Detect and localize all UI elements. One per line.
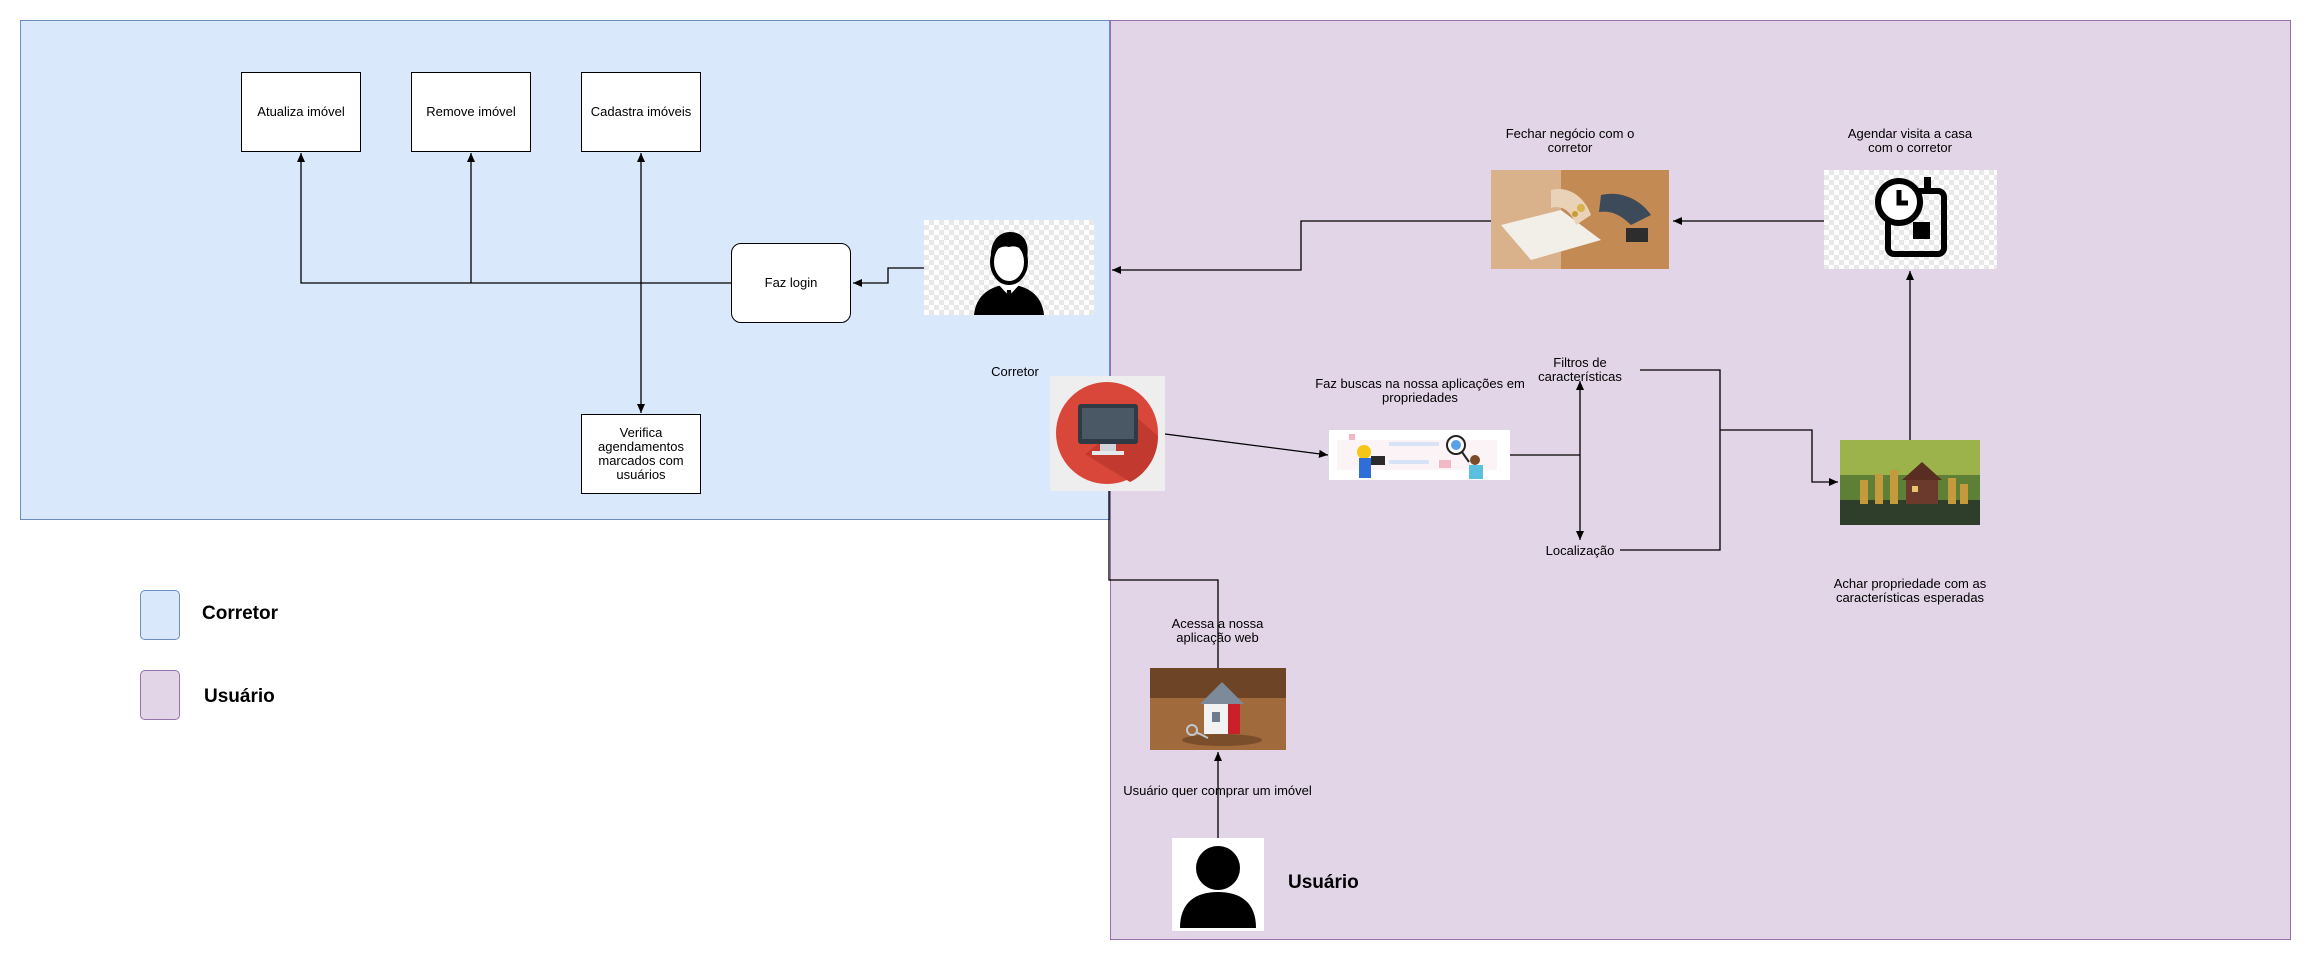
edge-computer-search (1164, 433, 1329, 458)
user-icon (1172, 838, 1264, 931)
edge-acessa-computer (1108, 480, 1219, 668)
atualiza-imovel-box: Atualiza imóvel (241, 72, 361, 152)
edge-join-house (1720, 429, 1838, 486)
corretor-caption: Corretor (991, 364, 1039, 379)
deal-photo (1491, 170, 1669, 269)
localizacao-label: Localização (1545, 543, 1615, 558)
legend-corretor-swatch (140, 590, 180, 640)
usuario-caption: Usuário (1288, 872, 1359, 893)
verifica-agendamentos-box: Verifica agendamentos marcados com usuár… (581, 414, 701, 494)
legend-usuario-swatch (140, 670, 180, 720)
legend-usuario-label: Usuário (204, 686, 275, 707)
cadastra-imoveis-box: Cadastra imóveis (581, 72, 701, 152)
edge-login-atualiza (297, 153, 731, 284)
search-illustration (1329, 430, 1510, 480)
edge-deal-corretor (1112, 220, 1491, 274)
remove-imovel-box: Remove imóvel (411, 72, 531, 152)
fechar-negocio-label: Fechar negócio com o corretor (1505, 126, 1635, 155)
house-coins-photo (1840, 440, 1980, 525)
faz-login-box: Faz login (731, 243, 851, 323)
usuario-region (1110, 20, 2291, 940)
clock-calendar-icon (1824, 170, 1997, 269)
monitor-icon (1050, 376, 1165, 491)
acessa-label: Acessa a nossa aplicação web (1171, 616, 1264, 645)
edge-filtros-join (1620, 369, 1721, 551)
faz-buscas-label: Faz buscas na nossa aplicações em propri… (1315, 376, 1525, 405)
legend-corretor-label: Corretor (202, 603, 279, 624)
house-keys-photo (1150, 668, 1286, 750)
filtros-label: Filtros de características (1538, 355, 1622, 384)
achar-propriedade-label: Achar propriedade com as características… (1833, 576, 1987, 605)
quer-comprar-label: Usuário quer comprar um imóvel (1123, 783, 1312, 798)
agendar-visita-label: Agendar visita a casa com o corretor (1847, 126, 1973, 155)
businessman-icon (924, 220, 1094, 315)
edge-avatar-login (853, 267, 924, 287)
